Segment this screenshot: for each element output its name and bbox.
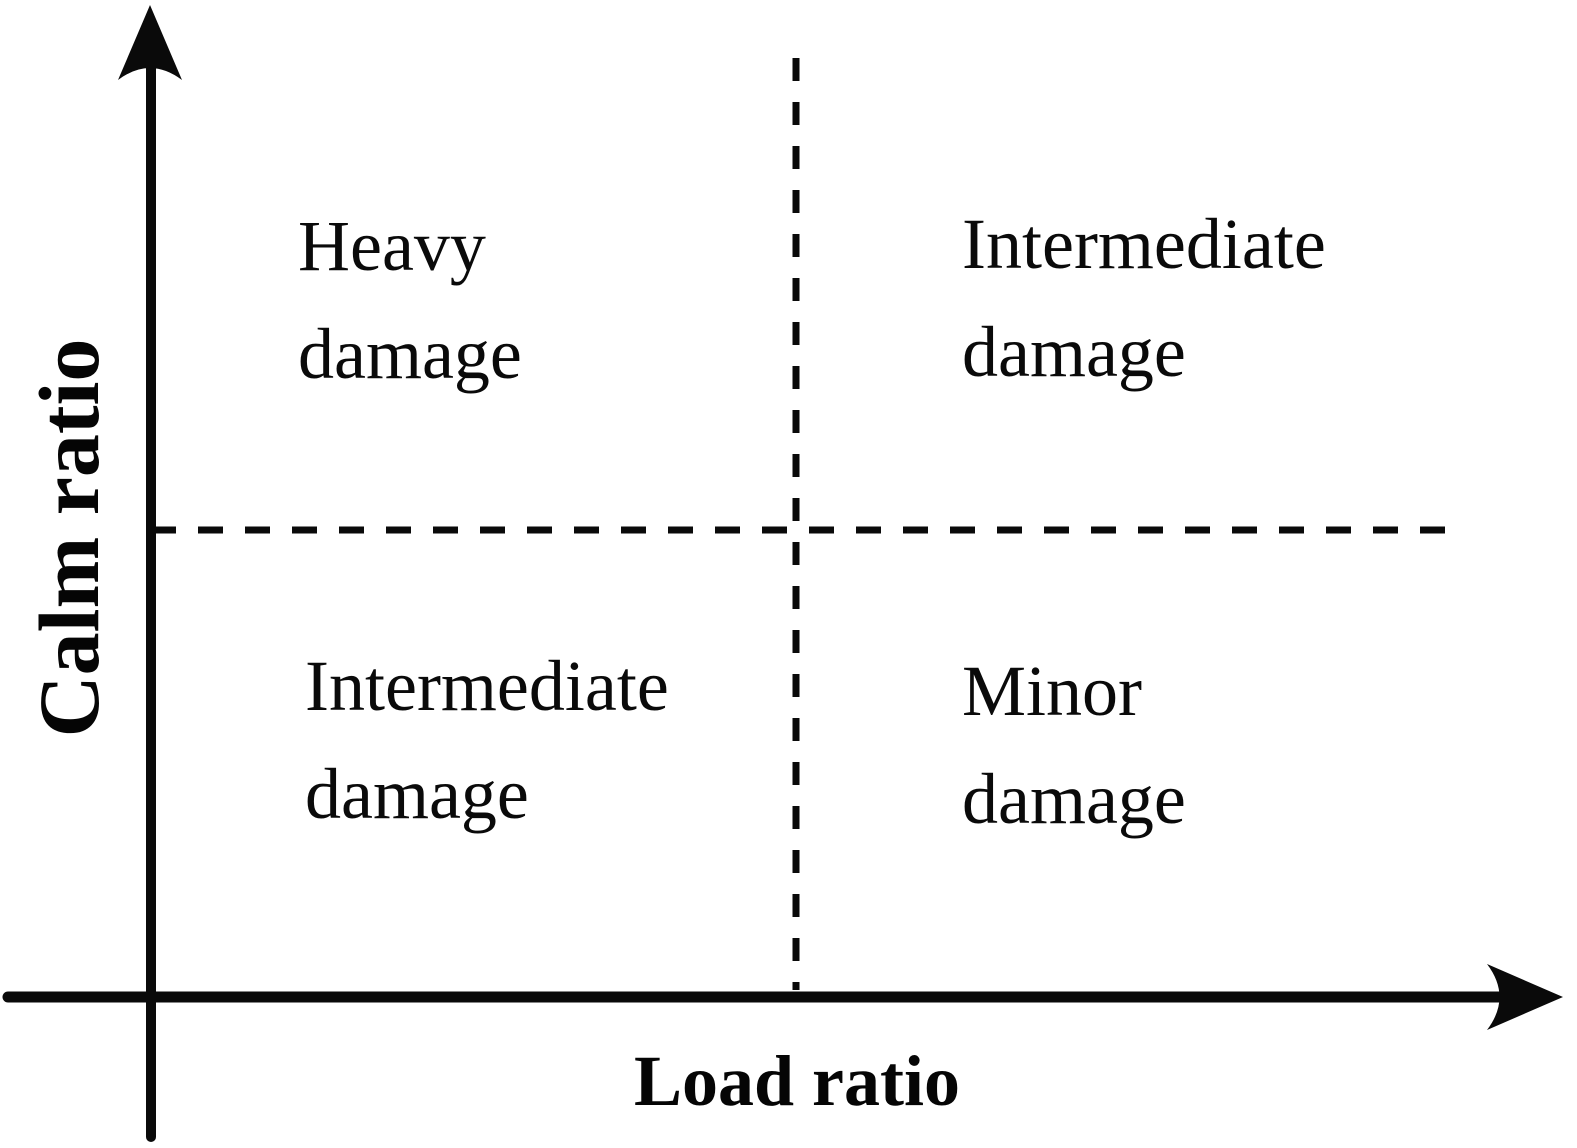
x-axis-arrowhead-icon bbox=[1487, 964, 1563, 1030]
quadrant-label-bottom-left: Intermediate damage bbox=[305, 632, 669, 848]
quadrant-label-top-left: Heavy damage bbox=[298, 192, 522, 408]
quadrant-label-line: damage bbox=[305, 754, 529, 834]
quadrant-label-line: Intermediate bbox=[962, 204, 1326, 284]
quadrant-label-line: damage bbox=[962, 759, 1186, 839]
quadrant-label-bottom-right: Minor damage bbox=[962, 637, 1186, 853]
y-axis-arrowhead-icon bbox=[118, 5, 182, 80]
quadrant-label-top-right: Intermediate damage bbox=[962, 190, 1326, 406]
quadrant-label-line: Heavy bbox=[298, 206, 486, 286]
quadrant-label-line: damage bbox=[298, 314, 522, 394]
quadrant-label-line: Minor bbox=[962, 651, 1142, 731]
quadrant-label-line: Intermediate bbox=[305, 646, 669, 726]
y-axis-label: Calm ratio bbox=[21, 338, 117, 738]
quadrant-label-line: damage bbox=[962, 312, 1186, 392]
x-axis-label: Load ratio bbox=[633, 1041, 961, 1121]
